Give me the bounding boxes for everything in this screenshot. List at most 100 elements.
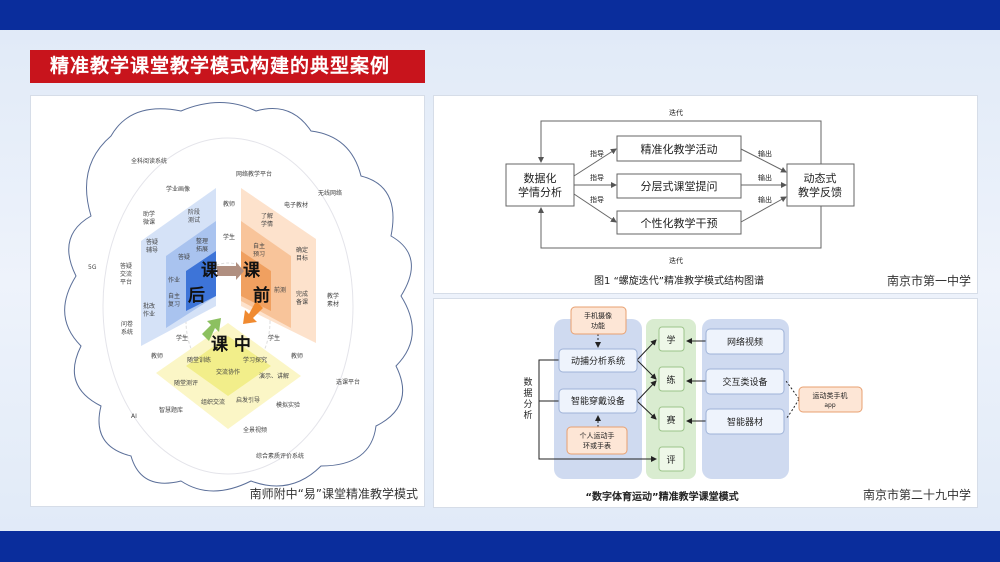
label: 自主 [168,292,180,300]
label: 平台 [120,278,132,286]
guide-label: 指导 [590,173,604,182]
spiral-iteration-diagram-panel: 数据化 学情分析 动态式 教学反馈 精准化教学活动 分层式课堂提问 个性化教学干… [433,95,978,294]
figure-caption: 图1 “螺旋迭代”精准教学模式结构图谱 [594,274,764,287]
label: 答疑 [120,262,132,270]
label: AI [131,413,137,420]
label: 全景视频 [243,426,267,434]
band-box: 个人运动手 [580,431,615,440]
label: 网络教学平台 [236,170,272,178]
source-label: 南师附中“易”课堂精准教学模式 [249,487,418,501]
label: 助学 [143,210,155,218]
label: 问卷 [121,320,133,328]
label: 全科阅读系统 [131,157,167,165]
label: 学生 [223,233,235,241]
label: 教学 [327,292,339,300]
middle-box: 分层式课堂提问 [641,180,718,193]
stage-compete: 赛 [666,414,675,426]
label: 组织交流 [201,398,225,406]
stage-before: 课 [243,261,261,281]
yi-classroom-diagram: 课 后 课 前 课 中 全科阅读系统 网络教学平台 无线网络 学业画像 电子教材… [64,102,413,492]
label: 完成 [296,290,308,298]
label: 答疑 [146,238,158,246]
label: 自主 [253,242,265,250]
label: 目标 [296,254,308,262]
data-analysis-label: 析 [523,409,532,421]
cloud-outline [64,102,413,492]
stage-learn: 学 [666,334,675,346]
feedback-box: 教学反馈 [798,185,842,199]
source-label: 南京市第二十九中学 [862,488,971,502]
output-label: 输出 [758,173,772,182]
yi-classroom-diagram-panel: 课 后 课 前 课 中 全科阅读系统 网络教学平台 无线网络 学业画像 电子教材… [30,95,425,507]
label: 整理 [196,237,208,245]
label: 批改 [143,302,155,310]
label: 演示、讲解 [259,372,289,380]
camera-box: 功能 [591,321,605,330]
label: 选课平台 [336,378,360,386]
stage-after: 后 [188,286,205,306]
label: 答疑 [178,253,190,261]
label: 了解 [261,212,273,220]
stage-during: 课 中 [211,334,251,355]
output-label: 输出 [758,195,772,204]
arrow-during-to-after [202,318,221,341]
slide-title: 精准教学课堂教学模式构建的典型案例 [30,50,425,83]
label: 教师 [151,352,163,360]
label: 阶段 [188,208,200,216]
data-analysis-box: 学情分析 [518,185,562,199]
data-analysis-label: 据 [523,387,532,399]
label: 随堂训练 [187,356,211,364]
app-box: app [824,402,835,409]
data-analysis-label: 分 [523,399,532,410]
label: 教师 [291,352,303,360]
stage-evaluate: 评 [666,455,675,466]
label: 教师 [223,200,235,208]
label: 微课 [143,218,155,226]
data-analysis-label: 数 [523,376,532,388]
label: 综合素质评价系统 [256,452,304,460]
stage-after: 课 [201,261,219,281]
stage-practice: 练 [666,374,675,386]
label: 随堂测评 [174,379,198,387]
label: 复习 [168,300,180,308]
arrow-before-to-during [243,301,263,324]
label: 确定 [296,246,308,254]
label: 学习探究 [243,356,267,364]
mocap-box: 动捕分析系统 [571,355,625,367]
label: 智慧题库 [159,406,183,414]
label: 模拟实验 [276,401,300,409]
label: 学业画像 [166,185,190,193]
iterate-label: 迭代 [669,256,683,265]
label: 学生 [268,334,280,342]
label: 测试 [188,216,200,224]
stage-before: 前 [253,285,270,306]
figure-caption: “数字体育运动”精准教学课堂模式 [585,490,738,503]
video-box: 网络视频 [727,336,763,348]
digital-pe-diagram: 手机摄像 功能 动捕分析系统 智能穿戴设备 个人运动手 环或手表 学 练 赛 评… [523,306,863,503]
label: 学生 [176,334,188,342]
label: 学情 [261,220,273,228]
wearable-box: 智能穿戴设备 [571,395,625,407]
equipment-box: 智能器材 [727,416,763,428]
output-label: 输出 [758,149,772,158]
guide-label: 指导 [590,195,604,204]
data-analysis-box: 数据化 [524,171,557,185]
label: 素材 [327,300,339,308]
label: 5G [88,264,97,271]
source-label: 南京市第一中学 [886,274,971,288]
label: 交流协作 [216,368,240,376]
camera-box: 手机摄像 [584,311,612,320]
middle-box: 精准化教学活动 [641,142,718,156]
spiral-iteration-diagram: 数据化 学情分析 动态式 教学反馈 精准化教学活动 分层式课堂提问 个性化教学干… [505,108,855,287]
label: 交流 [120,270,132,278]
label: 作业 [168,276,180,284]
arrow-after-to-before [217,262,244,280]
label: 无线网络 [318,189,342,197]
label: 系统 [121,328,133,336]
top-banner [0,0,1000,30]
guide-label: 指导 [590,149,604,158]
middle-box: 个性化教学干预 [641,216,718,230]
label: 前测 [274,286,286,294]
iterate-label: 迭代 [669,108,683,117]
